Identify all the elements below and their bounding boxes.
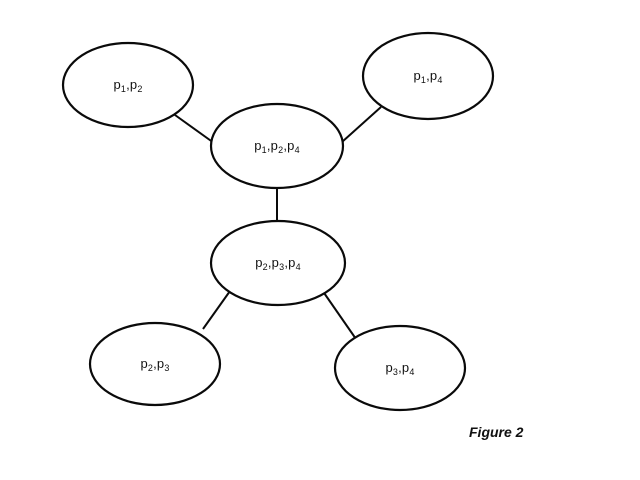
diagram-node-p2p3p4 [209,219,347,307]
diagram-node-p3p4 [333,324,467,412]
diagram-edge-p2p3p4-p3p4 [321,289,357,340]
figure-caption: Figure 2 [469,424,524,440]
diagram-node-p1p2 [61,41,195,129]
diagram-edge-p2p3p4-p2p3 [202,290,231,330]
diagram-node-p1p4 [361,31,495,121]
diagram-node-p1p2p4 [209,102,345,190]
diagram-edge-p1p4-p1p2p4 [341,106,382,143]
diagram-edge-p1p2-p1p2p4 [174,114,215,144]
diagram-node-p2p3 [88,321,222,407]
